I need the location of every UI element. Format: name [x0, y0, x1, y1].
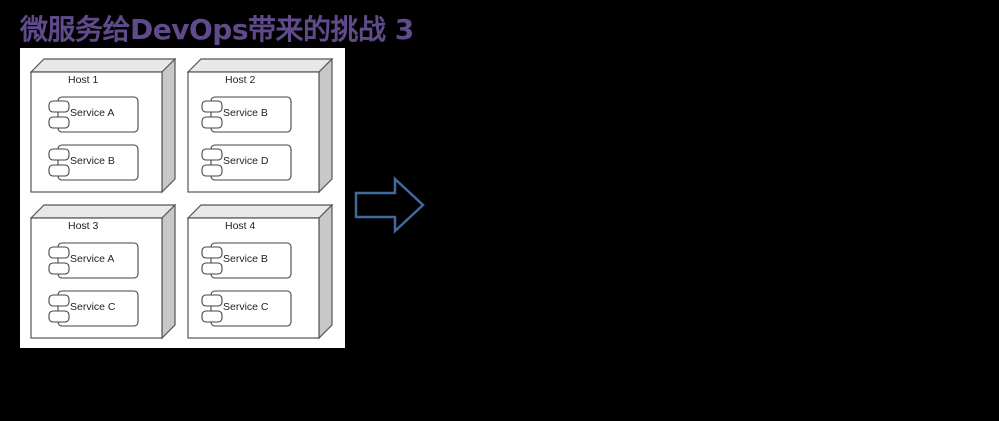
service-component: Service D	[201, 144, 292, 181]
service-label: Service B	[223, 107, 268, 119]
service-label: Service B	[70, 155, 115, 167]
deployment-diagram: Host 1 Service A Service B Host 2	[20, 48, 345, 348]
service-label: Service A	[70, 253, 115, 265]
service-component: Service A	[48, 242, 139, 279]
component-icon	[201, 144, 292, 181]
right-arrow-icon	[354, 176, 425, 234]
host-label: Host 1	[68, 74, 99, 86]
component-icon	[48, 290, 139, 327]
host-label: Host 2	[225, 74, 256, 86]
service-component: Service B	[48, 144, 139, 181]
host-node: Host 4 Service B Service C	[187, 204, 333, 340]
host-node: Host 3 Service A Service C	[30, 204, 176, 340]
service-component: Service C	[48, 290, 139, 327]
service-label: Service D	[223, 155, 269, 167]
component-icon	[48, 242, 139, 279]
host-node: Host 1 Service A Service B	[30, 58, 176, 194]
node-box-icon	[30, 204, 176, 340]
host-node: Host 2 Service B Service D	[187, 58, 333, 194]
service-component: Service B	[201, 242, 292, 279]
component-icon	[201, 96, 292, 133]
service-component: Service A	[48, 96, 139, 133]
service-component: Service C	[201, 290, 292, 327]
component-icon	[48, 96, 139, 133]
component-icon	[201, 242, 292, 279]
component-icon	[201, 290, 292, 327]
component-icon	[48, 144, 139, 181]
service-label: Service A	[70, 107, 115, 119]
host-label: Host 3	[68, 220, 99, 232]
service-label: Service C	[223, 301, 269, 313]
service-component: Service B	[201, 96, 292, 133]
service-label: Service C	[70, 301, 116, 313]
service-label: Service B	[223, 253, 268, 265]
host-label: Host 4	[225, 220, 256, 232]
slide-title: 微服务给DevOps带来的挑战 3	[20, 13, 414, 46]
